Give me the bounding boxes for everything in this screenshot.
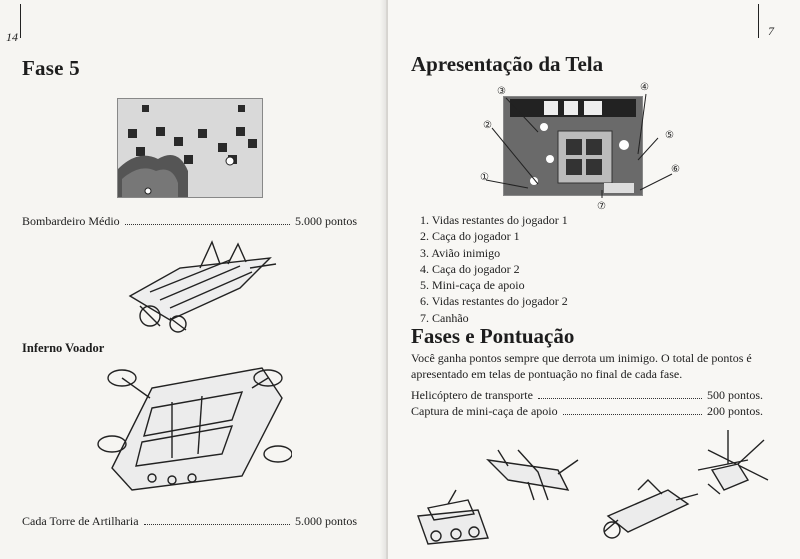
screen-layout-art bbox=[504, 97, 642, 195]
dot-leader bbox=[562, 413, 702, 415]
inferno-voador-label: Inferno Voador bbox=[22, 341, 105, 355]
screen-legend-list: 1. Vidas restantes do jogador 1 2. Caça … bbox=[420, 212, 568, 326]
score-row-points: 500 pontos. bbox=[706, 388, 763, 402]
score-row-torre: Cada Torre de Artilharia 5.000 pontos bbox=[22, 514, 357, 529]
callout-3: ③ bbox=[497, 86, 506, 97]
helicopter-illustration bbox=[697, 430, 769, 495]
callout-lines bbox=[485, 93, 673, 198]
legend-item: 1. Vidas restantes do jogador 1 bbox=[420, 213, 568, 227]
section-title: Fases e Pontuação bbox=[411, 324, 575, 348]
screen-layout-screenshot bbox=[503, 96, 643, 196]
score-row-points: 5.000 pontos bbox=[294, 514, 357, 528]
score-row-name: Bombardeiro Médio bbox=[22, 214, 120, 228]
legend-item: 4. Caça do jogador 2 bbox=[420, 261, 520, 276]
score-row-name: Cada Torre de Artilharia bbox=[22, 514, 139, 528]
left-page: 14 Fase 5 Bombardeir bbox=[0, 0, 386, 559]
right-page-rule bbox=[758, 4, 759, 38]
legend-item: 6. Vidas restantes do jogador 2 bbox=[420, 294, 568, 309]
right-page-number: 7 bbox=[768, 24, 774, 38]
dot-leader bbox=[537, 397, 702, 399]
scoring-paragraph: Você ganha pontos sempre que derrota um … bbox=[411, 351, 752, 381]
flying-fortress-illustration bbox=[97, 367, 292, 491]
legend-item: 2. Caça do jogador 1 bbox=[420, 229, 520, 244]
left-page-number: 14 bbox=[6, 30, 18, 44]
support-fighter-illustration bbox=[603, 479, 699, 539]
score-row-helicoptero: Helicóptero de transporte 500 pontos. bbox=[411, 388, 763, 403]
score-row-name: Helicóptero de transporte bbox=[411, 388, 533, 402]
callout-4: ④ bbox=[640, 82, 649, 93]
right-page-title: Apresentação da Tela bbox=[411, 52, 604, 76]
callout-1: ① bbox=[480, 172, 489, 183]
dot-leader bbox=[143, 523, 290, 525]
jet-illustration bbox=[486, 449, 579, 501]
score-row-bombardeiro: Bombardeiro Médio 5.000 pontos bbox=[22, 214, 357, 229]
score-row-mini-caca: Captura de mini-caça de apoio 200 pontos… bbox=[411, 404, 763, 419]
left-page-rule bbox=[20, 4, 21, 38]
dot-leader bbox=[124, 223, 290, 225]
legend-item: 5. Mini-caça de apoio bbox=[420, 278, 525, 293]
legend-item: 3. Avião inimigo bbox=[420, 245, 501, 260]
callout-6: ⑥ bbox=[671, 164, 680, 175]
stage-screenshot bbox=[117, 98, 263, 198]
right-page: 7 Apresentação da Tela bbox=[388, 0, 800, 559]
stage-screenshot-art bbox=[118, 99, 262, 197]
tank-illustration bbox=[417, 489, 489, 545]
enemy-illustrations bbox=[417, 430, 769, 545]
score-row-points: 5.000 pontos bbox=[294, 214, 357, 228]
callout-2: ② bbox=[483, 120, 492, 131]
medium-bomber-illustration bbox=[128, 240, 277, 333]
score-row-name: Captura de mini-caça de apoio bbox=[411, 404, 558, 418]
callout-5: ⑤ bbox=[665, 130, 674, 141]
callout-7: ⑦ bbox=[597, 201, 606, 212]
legend-item: 7. Canhão bbox=[420, 310, 469, 325]
left-page-title: Fase 5 bbox=[22, 56, 80, 80]
score-row-points: 200 pontos. bbox=[706, 404, 763, 418]
